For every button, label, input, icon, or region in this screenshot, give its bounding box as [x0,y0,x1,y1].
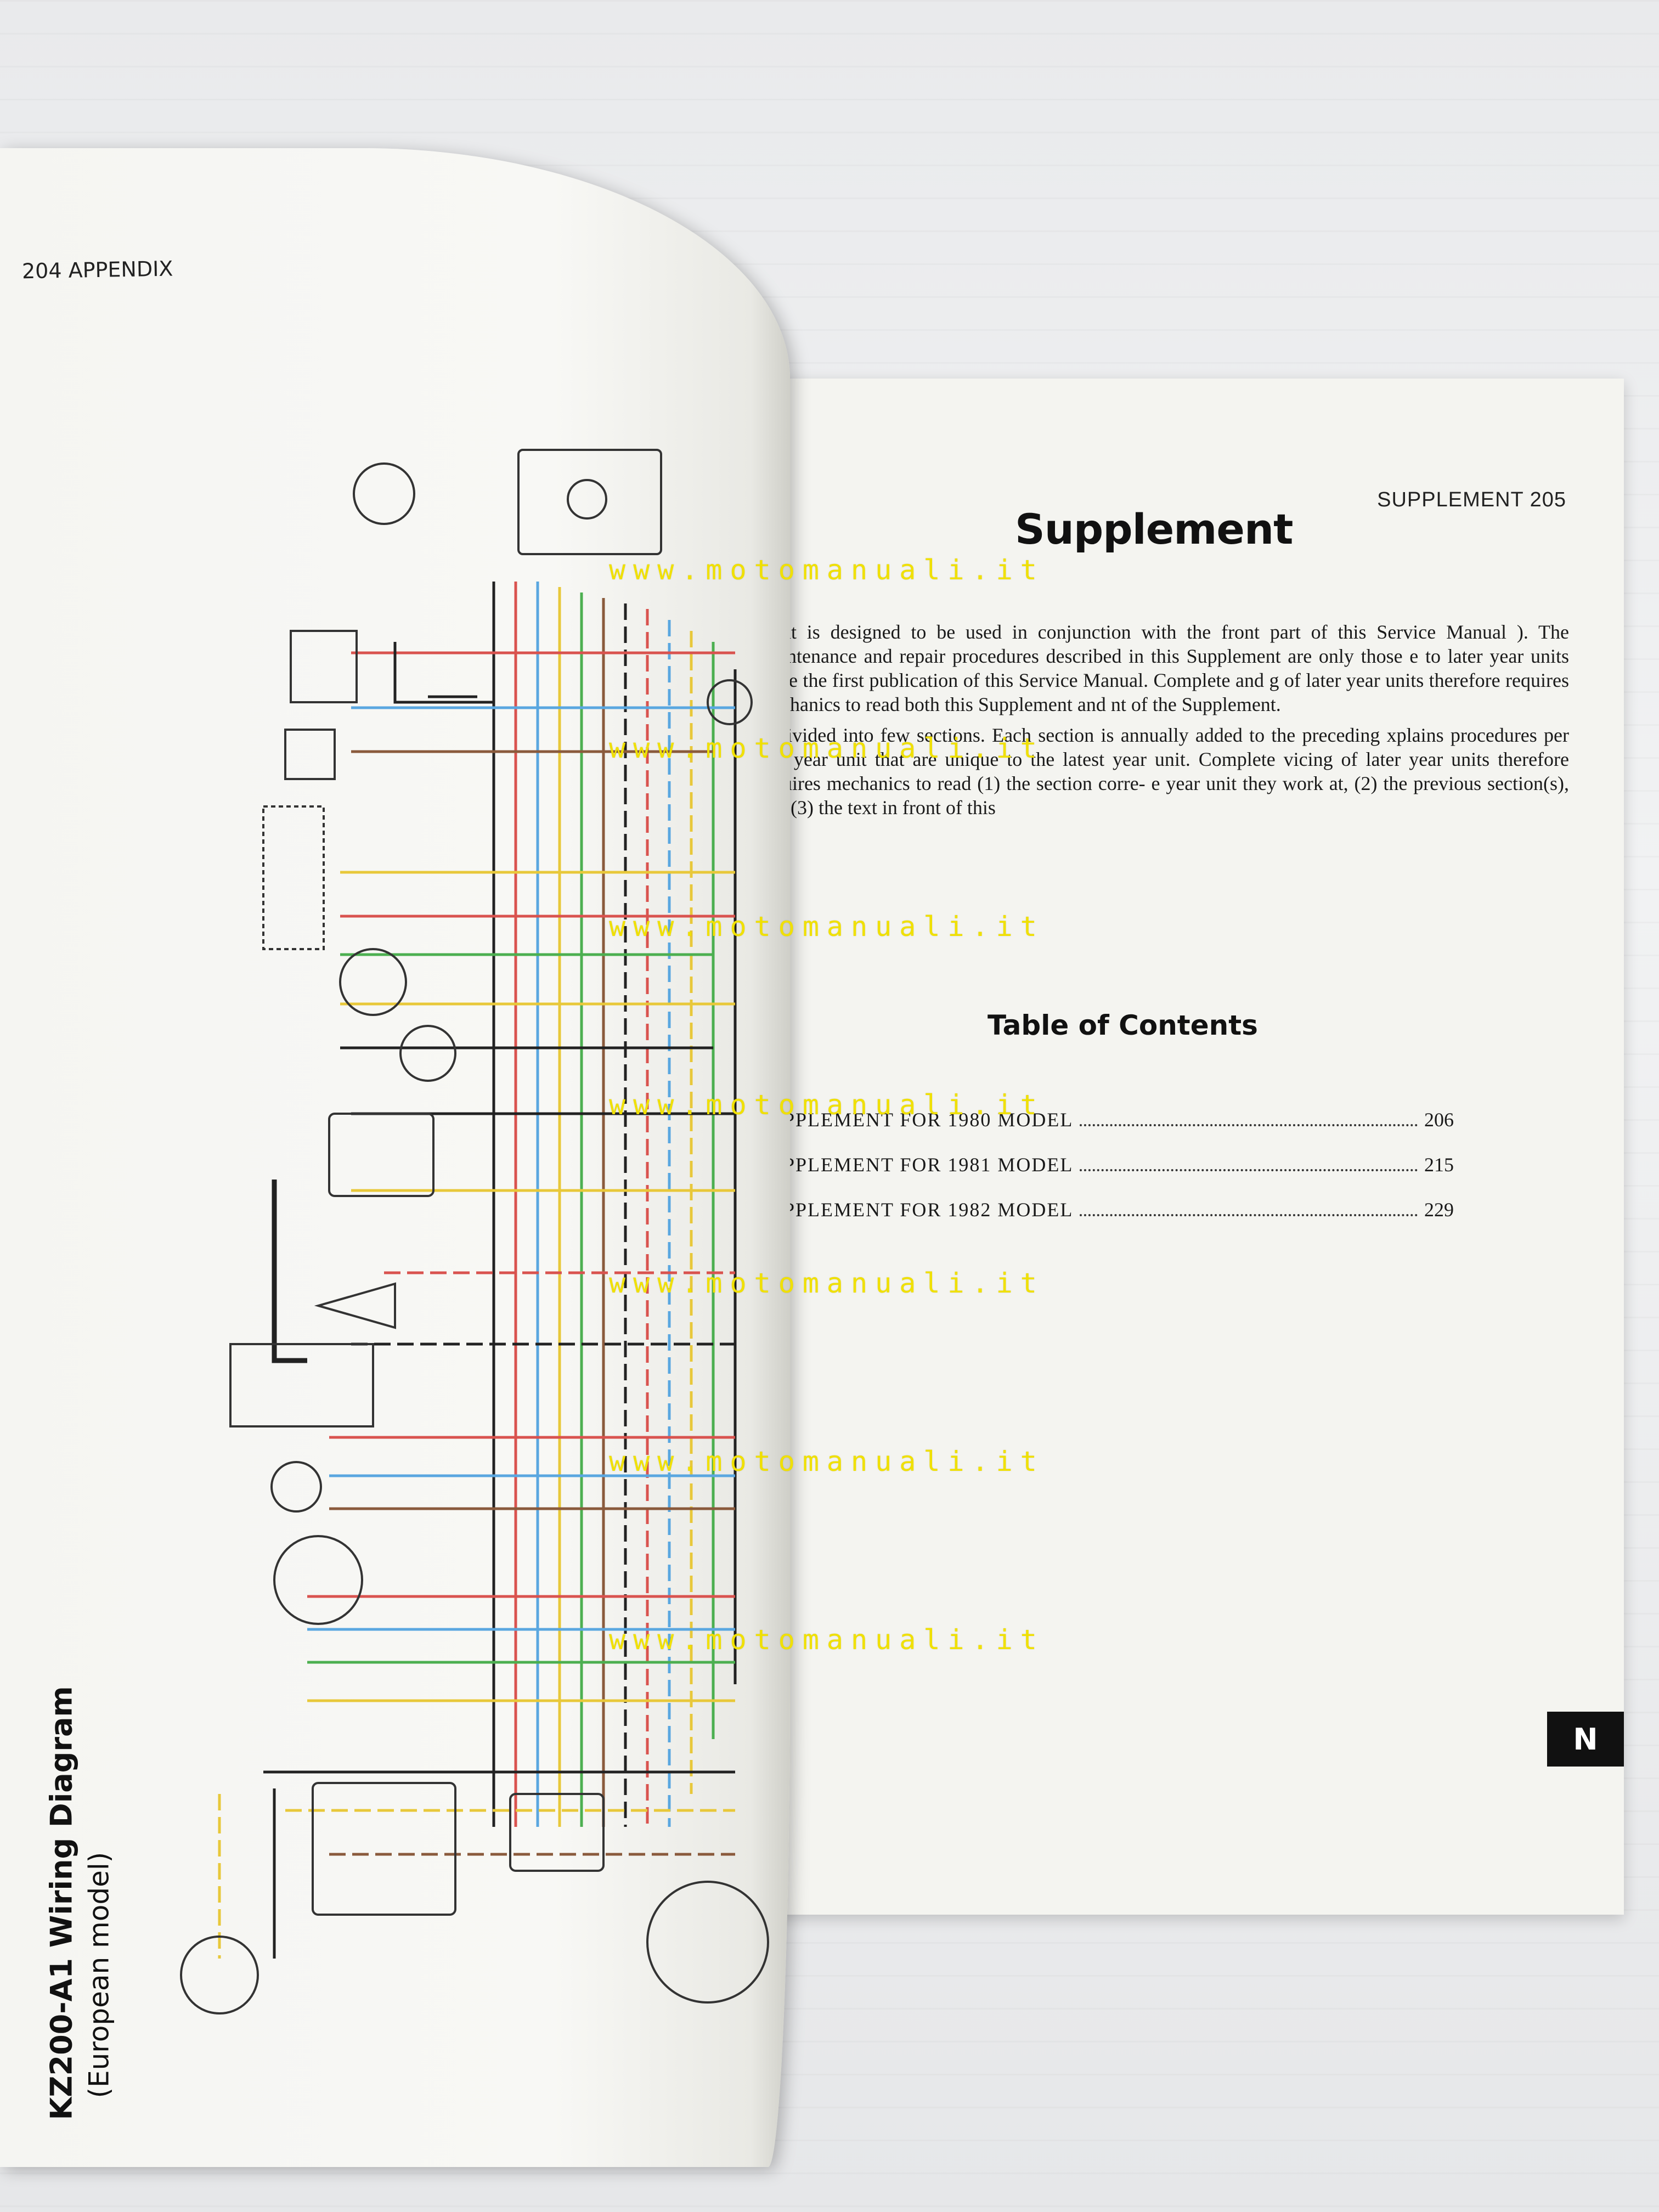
toc-page: 215 [1424,1154,1454,1176]
wiring-diagram [180,449,769,2015]
right-page: SUPPLEMENT 205 Supplement ment is design… [757,379,1624,1915]
indicator-lights [509,1793,605,1872]
diagram-title-block: KZ200-A1 Wiring Diagram (European model) [44,1572,115,2120]
toc-leader [1080,1124,1418,1126]
condenser [339,948,407,1016]
toc-page: 206 [1424,1109,1454,1131]
section-tab: N [1547,1712,1624,1767]
supplement-intro: ment is designed to be used in conjuncti… [757,620,1569,826]
regulator-rectifier [262,805,325,950]
ignition-coil [328,1113,435,1197]
turn-signal-relay [290,630,358,703]
starter-switch [229,1343,374,1427]
spark-plug [314,1282,396,1329]
toc-row: UPPLEMENT FOR 1982 MODEL 229 [768,1198,1454,1243]
horn [707,679,753,725]
toc-label: UPPLEMENT FOR 1981 MODEL [768,1154,1074,1176]
toc-page: 229 [1424,1199,1454,1221]
headlight [646,1881,769,2004]
toc-leader [1080,1169,1418,1171]
ignition-switch [273,1535,363,1625]
toc-row: UPPLEMENT FOR 1980 MODEL 206 [768,1108,1454,1153]
front-brake-switch [270,1461,322,1513]
tail-brake-light [517,449,662,555]
diagram-subtitle: (European model) [83,1852,115,2098]
left-page: 204 APPENDIX [0,148,790,2167]
intro-paragraph-1: ment is designed to be used in conjuncti… [757,621,1569,715]
right-page-header: SUPPLEMENT 205 [1377,488,1566,511]
supplement-title: Supplement [1015,505,1293,554]
brake-light-switch [284,729,336,780]
toc-leader [1080,1214,1418,1216]
contact-breaker [399,1025,456,1082]
toc-title: Table of Contents [988,1009,1258,1041]
rear-turn-signal-lamp [353,462,415,525]
toc-row: UPPLEMENT FOR 1981 MODEL 215 [768,1153,1454,1198]
table-of-contents: UPPLEMENT FOR 1980 MODEL 206 UPPLEMENT F… [768,1108,1454,1243]
front-turn-signal-lamp [180,1936,259,2015]
battery [312,1782,456,1916]
toc-label: UPPLEMENT FOR 1980 MODEL [768,1109,1074,1131]
toc-label: UPPLEMENT FOR 1982 MODEL [768,1199,1074,1221]
diagram-title: KZ200-A1 Wiring Diagram [44,1686,79,2120]
intro-paragraph-2: is divided into few sections. Each secti… [757,724,1569,819]
